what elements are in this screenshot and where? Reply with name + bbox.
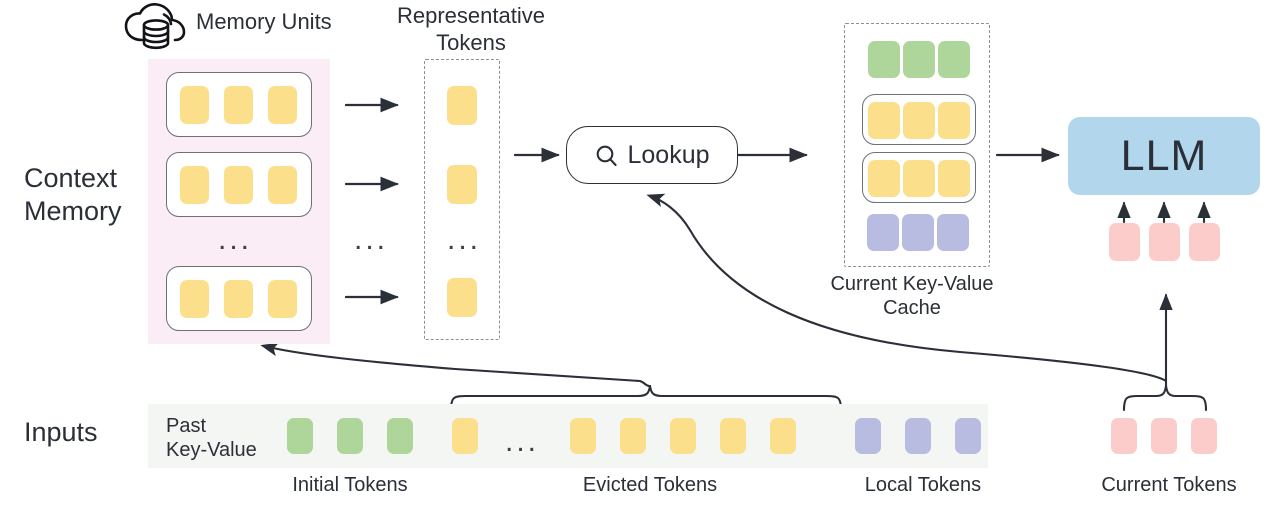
memory-token [268, 86, 297, 124]
current-kv-cache-container [844, 23, 990, 267]
caption-evicted-tokens: Evicted Tokens [582, 474, 718, 496]
kv-cache-token-local [937, 214, 969, 251]
section-label-context-memory: Context Memory [24, 163, 122, 226]
input-token-initial [287, 418, 313, 454]
heading-memory-units: Memory Units [196, 9, 332, 34]
representative-tokens-container [424, 59, 500, 340]
representative-token-3 [447, 278, 477, 317]
kv-cache-token-local [867, 214, 899, 251]
input-token-evicted [570, 418, 596, 454]
memory-token [268, 280, 297, 318]
cloud-database-icon [124, 3, 186, 50]
input-token-evicted [452, 418, 478, 454]
input-token-evicted [770, 418, 796, 454]
heading-current-kv-cache: Current Key-Value Cache [830, 273, 994, 320]
inputs-ellipsis: ... [505, 425, 540, 458]
memory-unit-1[interactable] [166, 72, 312, 137]
memory-token [224, 280, 253, 318]
caption-initial-tokens: Initial Tokens [292, 474, 408, 496]
memory-token [224, 166, 253, 204]
kv-cache-token-retrieved [938, 102, 970, 139]
memory-token [180, 280, 209, 318]
section-label-inputs: Inputs [24, 417, 98, 447]
input-token-evicted [620, 418, 646, 454]
memory-unit-n[interactable] [166, 266, 312, 331]
heading-representative-tokens: Representative Tokens [397, 3, 545, 55]
arrow-column-ellipsis: ... [354, 223, 389, 256]
input-token-current [1191, 418, 1217, 454]
representative-tokens-ellipsis: ... [447, 223, 482, 256]
kv-cache-token-initial [868, 41, 900, 78]
input-token-local [855, 418, 881, 454]
caption-current-tokens: Current Tokens [1101, 474, 1237, 496]
kv-cache-token-local [902, 214, 934, 251]
memory-token [180, 166, 209, 204]
kv-cache-token-retrieved [868, 102, 900, 139]
input-token-local [955, 418, 981, 454]
search-icon [597, 145, 618, 167]
lookup-node[interactable]: Lookup [566, 126, 738, 184]
kv-cache-row-retrieved-b [862, 152, 976, 203]
lookup-label: Lookup [627, 140, 710, 169]
kv-cache-token-initial [938, 41, 970, 78]
llm-label: LLM [1120, 131, 1208, 180]
memory-units-ellipsis: ... [218, 223, 253, 256]
memory-token [224, 86, 253, 124]
past-key-value-label: Past Key-Value [166, 415, 257, 461]
kv-cache-token-initial [903, 41, 935, 78]
kv-cache-row-retrieved-a [862, 94, 976, 145]
kv-cache-token-retrieved [868, 160, 900, 197]
llm-input-token [1189, 223, 1220, 261]
kv-cache-token-retrieved [903, 102, 935, 139]
input-token-current [1151, 418, 1177, 454]
input-token-evicted [720, 418, 746, 454]
input-token-evicted [670, 418, 696, 454]
llm-input-token [1149, 223, 1180, 261]
memory-token [180, 86, 209, 124]
input-token-current [1111, 418, 1137, 454]
llm-input-token [1109, 223, 1140, 261]
input-token-local [905, 418, 931, 454]
kv-cache-token-retrieved [938, 160, 970, 197]
input-token-initial [387, 418, 413, 454]
input-token-initial [337, 418, 363, 454]
memory-token [268, 166, 297, 204]
memory-unit-2[interactable] [166, 152, 312, 217]
llm-node[interactable]: LLM [1068, 117, 1260, 195]
representative-token-2 [447, 165, 477, 204]
kv-cache-token-retrieved [903, 160, 935, 197]
representative-token-1 [447, 86, 477, 125]
caption-local-tokens: Local Tokens [864, 474, 982, 496]
